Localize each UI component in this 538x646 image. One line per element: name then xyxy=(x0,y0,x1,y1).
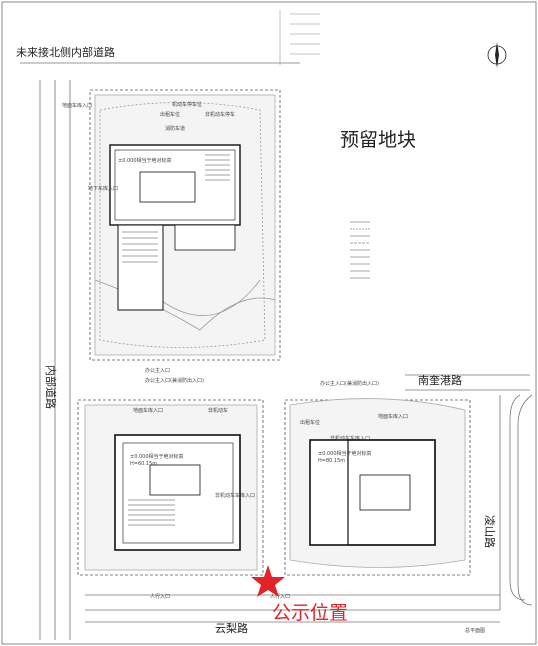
annotation: ±0.000相当于绝对标高 xyxy=(130,453,184,460)
annotation: 消防车道 xyxy=(165,125,185,132)
legend xyxy=(350,221,370,279)
title-block xyxy=(279,10,320,65)
annotation: 地下车库入口 xyxy=(88,185,118,192)
annotation: 非机动车车库入口 xyxy=(330,435,370,442)
annotation: 出租车位 xyxy=(160,111,180,118)
south-east-building xyxy=(309,439,436,546)
road-lines xyxy=(20,62,533,640)
annotation: H=60.15m xyxy=(130,461,157,467)
road-label-east: 南奎港路 xyxy=(418,373,462,387)
star-marker-icon xyxy=(251,565,285,597)
annotation: 人行入口 xyxy=(150,593,170,600)
annotation: 非机动车 xyxy=(208,407,228,414)
annotation: ±0.000相当于绝对标高 xyxy=(318,450,372,457)
drawing-name: 总平面图 xyxy=(465,627,485,634)
annotation: 非机动车车库入口 xyxy=(215,492,255,499)
annotation: 办公主入口(兼消防出入口) xyxy=(145,377,204,384)
annotation: 非机动车停车 xyxy=(205,111,235,118)
south-west-building xyxy=(114,434,241,551)
road-label-inner: 内部道路 xyxy=(44,365,58,409)
annotation: ±0.000相当于绝对标高 xyxy=(118,157,172,164)
north-arrow-icon xyxy=(487,42,507,68)
annotation: 办公主入口 xyxy=(145,367,170,374)
annotation: 地面车库入口 xyxy=(62,102,92,109)
road-label-south: 云梨路 xyxy=(215,621,248,635)
annotation: 地面车库入口 xyxy=(378,413,408,420)
notice-location-label: 公示位置 xyxy=(272,602,348,624)
annotation: 人行入口 xyxy=(270,593,290,600)
road-label-north: 未来接北侧内部道路 xyxy=(16,45,115,59)
north-building xyxy=(109,144,241,311)
road-label-lingshan: 凌山路 xyxy=(483,515,497,548)
reserved-plot-label: 预留地块 xyxy=(340,129,416,151)
annotation: 机动车停车位 xyxy=(172,101,202,108)
annotation: 办公主入口(兼消防出入口) xyxy=(320,380,379,387)
annotation: H=80.15m xyxy=(318,458,345,464)
annotation: 出租车位 xyxy=(300,419,320,426)
annotation: 地面车库入口 xyxy=(133,407,163,414)
